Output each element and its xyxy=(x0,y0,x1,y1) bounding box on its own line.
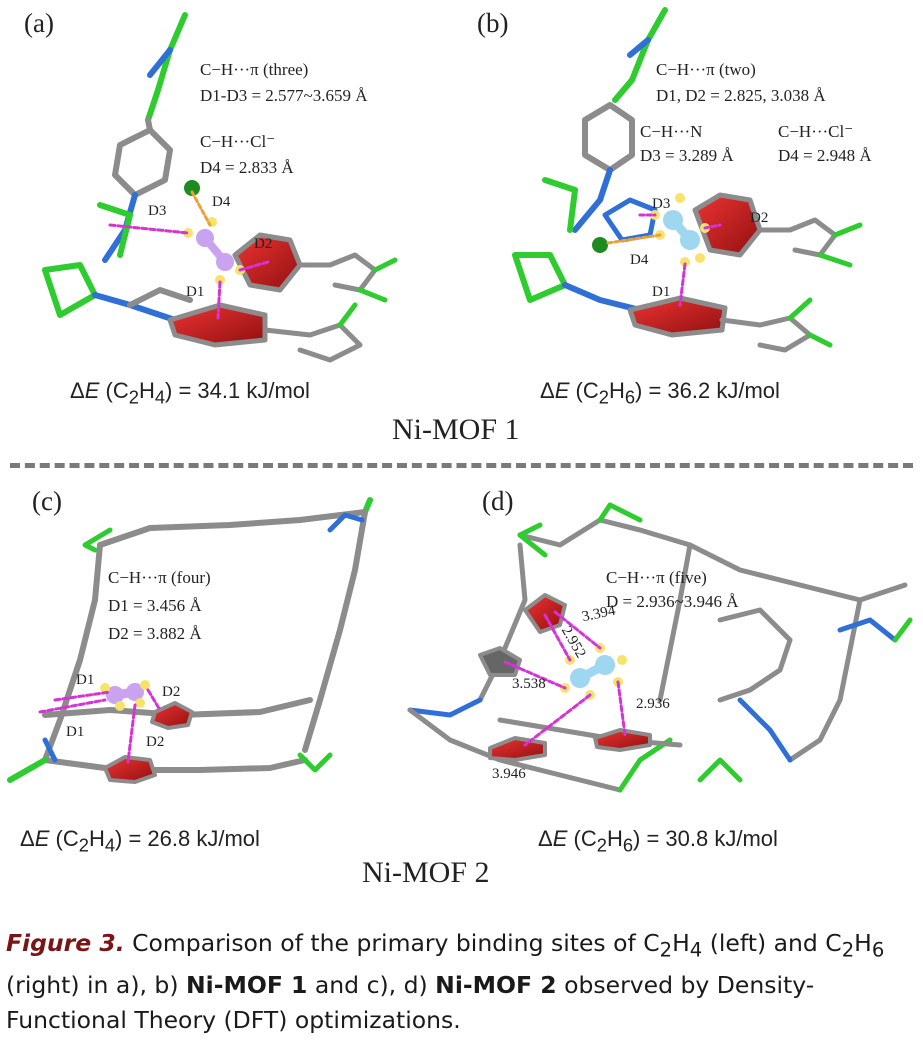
figure-number: Figure 3. xyxy=(6,929,125,957)
panel-b-ann1-value: D1, D2 = 2.825, 3.038 Å xyxy=(656,86,826,105)
panel-c-d1-label-bottom: D1 xyxy=(66,724,85,740)
panel-d-ann1-title: C−H···π (five) xyxy=(606,568,707,587)
panel-a-energy: ΔE (C2H4) = 34.1 kJ/mol xyxy=(70,378,310,408)
panel-a-ann1-title: C−H···π (three) xyxy=(200,60,309,79)
panel-a-d2-label: D2 xyxy=(254,236,273,252)
panel-b-ann3-title: C−H···Cl⁻ xyxy=(778,122,854,141)
figure-caption: Figure 3. Comparison of the primary bind… xyxy=(6,929,885,1034)
panel-d-dist-4: 2.936 xyxy=(636,696,670,712)
panel-c-ann1-value: D1 = 3.456 Å xyxy=(108,596,202,615)
group-label-bottom: Ni-MOF 2 xyxy=(362,856,490,889)
panel-b-label: (b) xyxy=(477,8,509,38)
panel-c-d1-label-top: D1 xyxy=(76,672,95,688)
panel-c-energy: ΔE (C2H4) = 26.8 kJ/mol xyxy=(20,826,260,856)
panel-c-ann1-title: C−H···π (four) xyxy=(108,568,211,587)
panel-a-d4-label: D4 xyxy=(212,194,231,210)
section-divider xyxy=(10,463,913,468)
panel-d-dist-5: 3.946 xyxy=(492,766,526,782)
panel-a-d1-label: D1 xyxy=(186,284,205,300)
group-label-top: Ni-MOF 1 xyxy=(392,413,520,446)
panel-b-d4-label: D4 xyxy=(630,252,649,268)
panel-a-label: (a) xyxy=(24,8,54,38)
panel-b-d3-label: D3 xyxy=(652,196,671,212)
panel-c-structure xyxy=(7,497,373,784)
panel-c-d2-label-bottom: D2 xyxy=(146,734,165,750)
panel-a-ann2-title: C−H···Cl⁻ xyxy=(200,132,276,151)
panel-c-ann1-value2: D2 = 3.882 Å xyxy=(108,624,202,643)
panel-a-ann2-value: D4 = 2.833 Å xyxy=(200,158,294,177)
panel-b-ann2-title: C−H···N xyxy=(640,122,703,141)
panel-d-structure xyxy=(407,502,913,793)
panel-b-ann3-value: D4 = 2.948 Å xyxy=(778,146,872,165)
panel-b-d1-label: D1 xyxy=(652,284,671,300)
panel-b-ann2-value: D3 = 3.289 Å xyxy=(640,146,734,165)
panel-a-d3-label: D3 xyxy=(148,203,167,219)
panel-b-structure xyxy=(512,7,863,353)
panel-d-label: (d) xyxy=(482,486,514,516)
panel-d-dist-3: 3.538 xyxy=(512,676,546,692)
panel-a-structure xyxy=(42,12,398,363)
panel-a-ann1-value: D1-D3 = 2.577~3.659 Å xyxy=(200,86,368,105)
panel-c-label: (c) xyxy=(32,486,62,516)
panel-d-energy: ΔE (C2H6) = 30.8 kJ/mol xyxy=(538,826,778,856)
panel-d-ann1-value: D = 2.936~3.946 Å xyxy=(606,592,739,611)
panel-b-ann1-title: C−H···π (two) xyxy=(656,60,756,79)
panel-b-energy: ΔE (C2H6) = 36.2 kJ/mol xyxy=(540,378,780,408)
panel-c-d2-label-top: D2 xyxy=(162,684,181,700)
panel-b-d2-label: D2 xyxy=(750,210,769,226)
